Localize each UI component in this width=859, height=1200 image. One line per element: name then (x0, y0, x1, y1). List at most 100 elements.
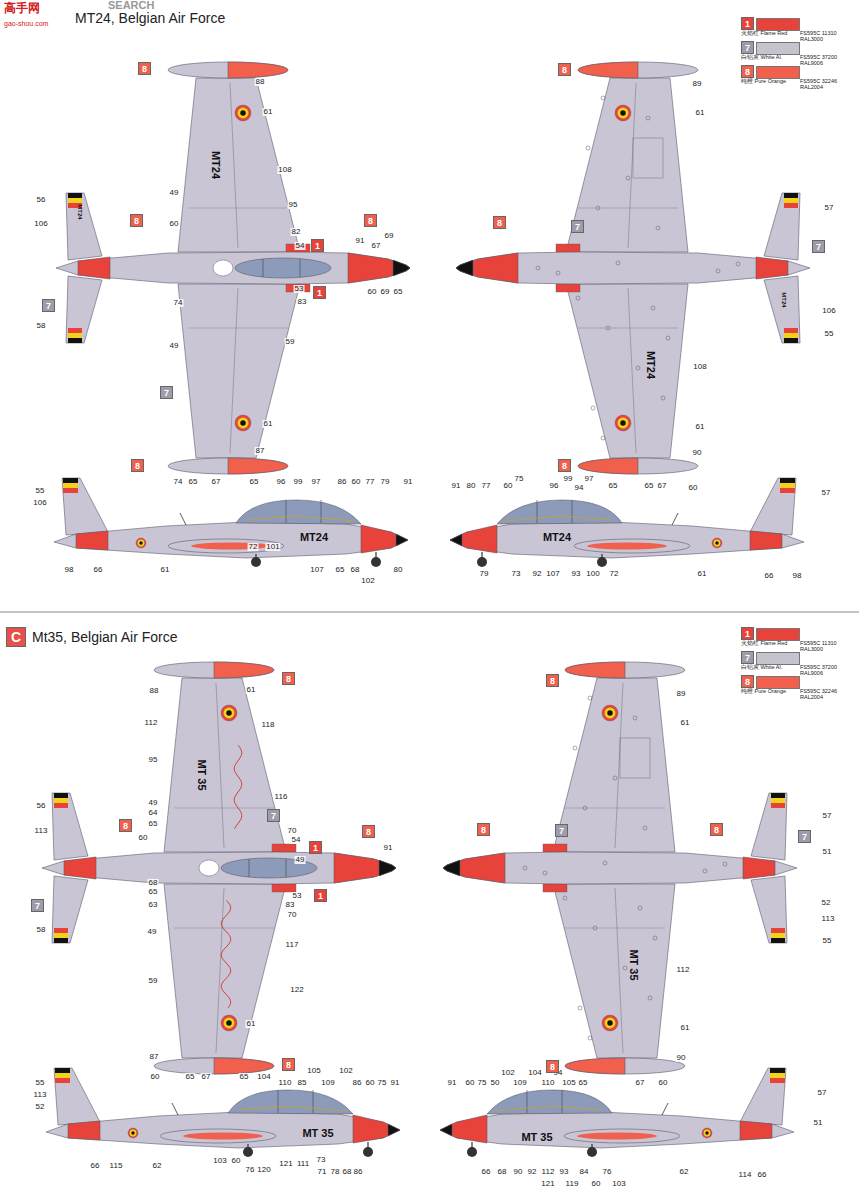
canopy (228, 1090, 353, 1114)
callout-number: 121 (278, 1160, 293, 1168)
callout-number: 58 (36, 322, 47, 330)
wheel (251, 557, 261, 567)
callout-number: 65 (644, 482, 655, 490)
aircraft-side-view (440, 1068, 794, 1157)
paint-callout-box: 8 (362, 825, 375, 838)
script-marking (221, 900, 230, 1008)
roundel (235, 415, 251, 431)
callout-number: 57 (817, 1089, 828, 1097)
legend-text: 火焰红 Flame Red (741, 641, 787, 647)
callout-number: 102 (338, 1067, 353, 1075)
callout-number: 91 (355, 237, 366, 245)
callout-number: 80 (466, 482, 477, 490)
callout-number: 65 (148, 820, 159, 828)
callout-code: 8 (131, 459, 144, 472)
tail-fin (54, 1068, 100, 1125)
callout-number: 96 (549, 482, 560, 490)
callout-number: 87 (149, 1053, 160, 1061)
fuselage (42, 852, 396, 884)
paint-callout-box: 8 (558, 63, 571, 76)
paint-callout-box: 7 (31, 899, 44, 912)
intake-paint (543, 884, 567, 892)
roundel (128, 1128, 138, 1138)
callout-number: 59 (148, 977, 159, 985)
callout-code: C (6, 627, 26, 647)
callout-number: 80 (393, 566, 404, 574)
flag-stripe (68, 328, 82, 333)
flag-stripe (54, 798, 68, 803)
callout-number: 89 (676, 690, 687, 698)
callout-number: 102 (500, 1069, 515, 1077)
aircraft-side-view (450, 478, 804, 567)
callout-number: 57 (821, 489, 832, 497)
serial-marking: MT24 (645, 351, 656, 379)
paint-callout-box: 8 (493, 216, 506, 229)
callout-number: 88 (149, 687, 160, 695)
paint-code: RAL9006 (800, 671, 823, 677)
callout-number: 61 (695, 423, 706, 431)
roundel (702, 1128, 712, 1138)
panel-line (174, 928, 274, 929)
paint-callout-box: 8 (546, 674, 559, 687)
callout-number: 52 (821, 899, 832, 907)
callout-number: 74 (173, 478, 184, 486)
access-panel (636, 366, 640, 370)
callout-number: 72 (609, 570, 620, 578)
flag-stripe (780, 483, 795, 488)
nacelle-paint (191, 543, 271, 550)
paint-callout-box: 8 (546, 1060, 559, 1073)
flag-stripe (771, 938, 785, 943)
callout-number: 55 (35, 487, 46, 495)
wing (553, 884, 675, 1058)
roundel (226, 710, 231, 715)
paint-callout-box: 1 (741, 17, 754, 30)
canopy-frame (286, 500, 287, 523)
canopy-frame (537, 500, 538, 523)
callout-number: 67 (371, 242, 382, 250)
aircraft-plan-view (42, 662, 396, 1074)
callout-number: 77 (365, 478, 376, 486)
callout-number: 119 (565, 1180, 580, 1188)
access-panel (576, 296, 580, 300)
callout-number: 58 (36, 926, 47, 934)
canopy (236, 500, 361, 524)
paint-callout-box: 8 (558, 459, 571, 472)
panel-line (565, 808, 665, 809)
nose-paint (450, 525, 497, 553)
tail-fin (62, 478, 108, 535)
flag-stripe (770, 1068, 785, 1073)
callout-code: 8 (130, 214, 143, 227)
callout-number: 68 (497, 1168, 508, 1176)
heading-text: Mt35, Belgian Air Force (32, 629, 178, 645)
nose-paint (348, 253, 410, 283)
roundel (607, 710, 612, 715)
access-panel (638, 906, 642, 910)
roundel (618, 108, 629, 119)
callout-number: 85 (297, 1079, 308, 1087)
paint-code: FS595C 37200 (800, 665, 837, 671)
intake-paint (543, 844, 567, 852)
flag-stripe (784, 203, 798, 208)
paint-callout-box: 8 (364, 214, 377, 227)
callout-number: 61 (695, 109, 706, 117)
callout-code: 8 (558, 459, 571, 472)
callout-number: 106 (33, 220, 48, 228)
tail-surface (751, 793, 787, 860)
flag-stripe (784, 328, 798, 333)
callout-number: 62 (152, 1162, 163, 1170)
access-panel (626, 176, 630, 180)
roundel (240, 110, 245, 115)
canopy-frame (572, 500, 573, 523)
callout-number: 86 (337, 478, 348, 486)
callout-number: 93 (559, 1168, 570, 1176)
access-panel (563, 896, 567, 900)
callout-number: 92 (527, 1168, 538, 1176)
tail-surface (66, 276, 102, 343)
callout-number: 51 (822, 848, 833, 856)
roundel (221, 705, 237, 721)
tip-tank-paint (228, 62, 288, 78)
paint-callout-box: 8 (282, 672, 295, 685)
callout-number: 65 (148, 888, 159, 896)
nose-tip (443, 860, 460, 876)
wheel (467, 1147, 477, 1157)
